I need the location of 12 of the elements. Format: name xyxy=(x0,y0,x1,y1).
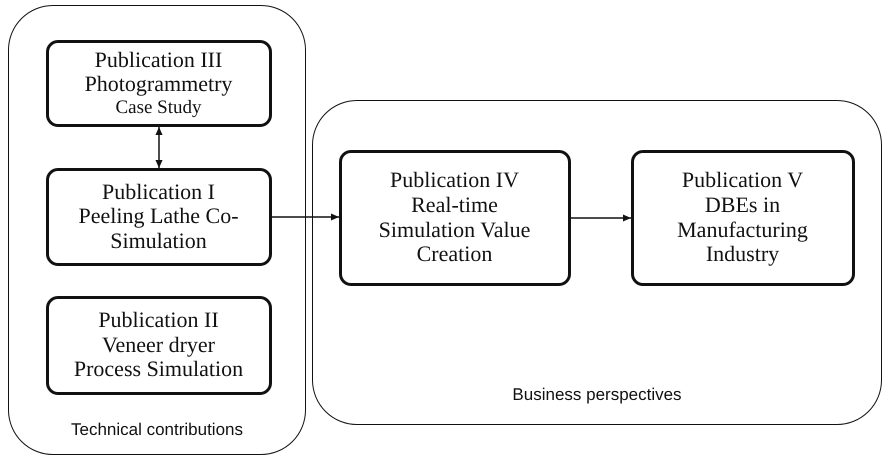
group-outline xyxy=(312,100,882,425)
publication-box: Publication IV Real-time Simulation Value Creation xyxy=(338,150,570,286)
group-outline xyxy=(8,5,306,455)
publication-box: Publication I Peeling Lathe Co-Simulation xyxy=(46,168,272,266)
arrow xyxy=(272,213,339,221)
arrow xyxy=(155,127,163,168)
group-label: Business perspectives xyxy=(511,385,683,405)
publication-box: Publication II Veneer dryer Process Simulation xyxy=(46,296,272,394)
group-label: Technical contributions xyxy=(70,420,244,440)
publication-box: Publication V DBEs in Manufacturing Industry xyxy=(630,150,854,286)
arrow xyxy=(571,214,631,222)
publication-box: Publication III Photogrammetry Case Study xyxy=(46,40,272,126)
